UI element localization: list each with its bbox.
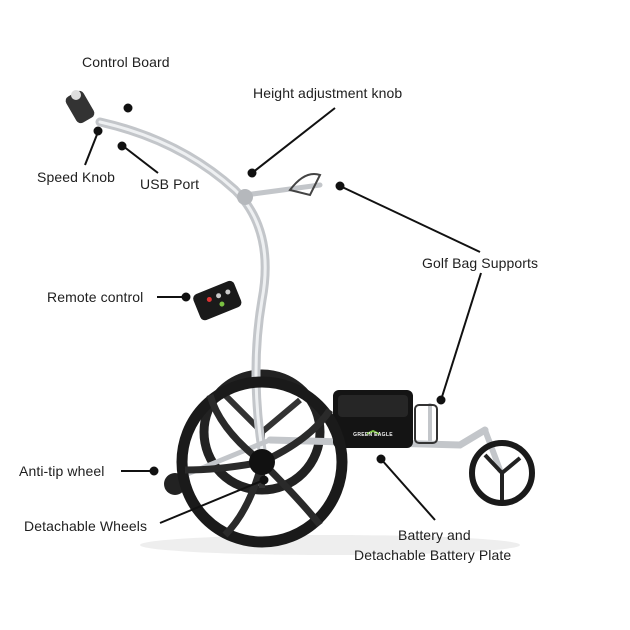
upper-bag-support [288,173,322,197]
label-detachable-wheels: Detachable Wheels [24,518,148,534]
battery-brand-text: GREEN EAGLE [353,432,393,438]
height-knob [237,189,253,205]
frame [95,117,503,478]
front-wheel [469,440,535,506]
label-anti-tip-wheel: Anti-tip wheel [19,463,105,479]
lower-bag-support [414,404,438,444]
label-battery-line1: Battery and [398,527,471,543]
label-battery-line2: Detachable Battery Plate [354,547,512,563]
label-usb-port: USB Port [140,176,200,192]
remote-control-device [193,280,242,321]
label-height-adjustment-knob: Height adjustment knob [253,85,403,101]
speed-knob [71,90,81,100]
handle-grip [65,90,95,124]
label-speed-knob: Speed Knob [37,169,116,185]
label-remote-control: Remote control [47,289,144,305]
detachable-wheel [176,376,348,548]
label-control-board: Control Board [82,54,170,70]
brand-logo-icon [366,429,380,435]
callout-lines [84,103,482,524]
label-golf-bag-supports: Golf Bag Supports [422,255,539,271]
battery: GREEN EAGLE [333,390,413,448]
